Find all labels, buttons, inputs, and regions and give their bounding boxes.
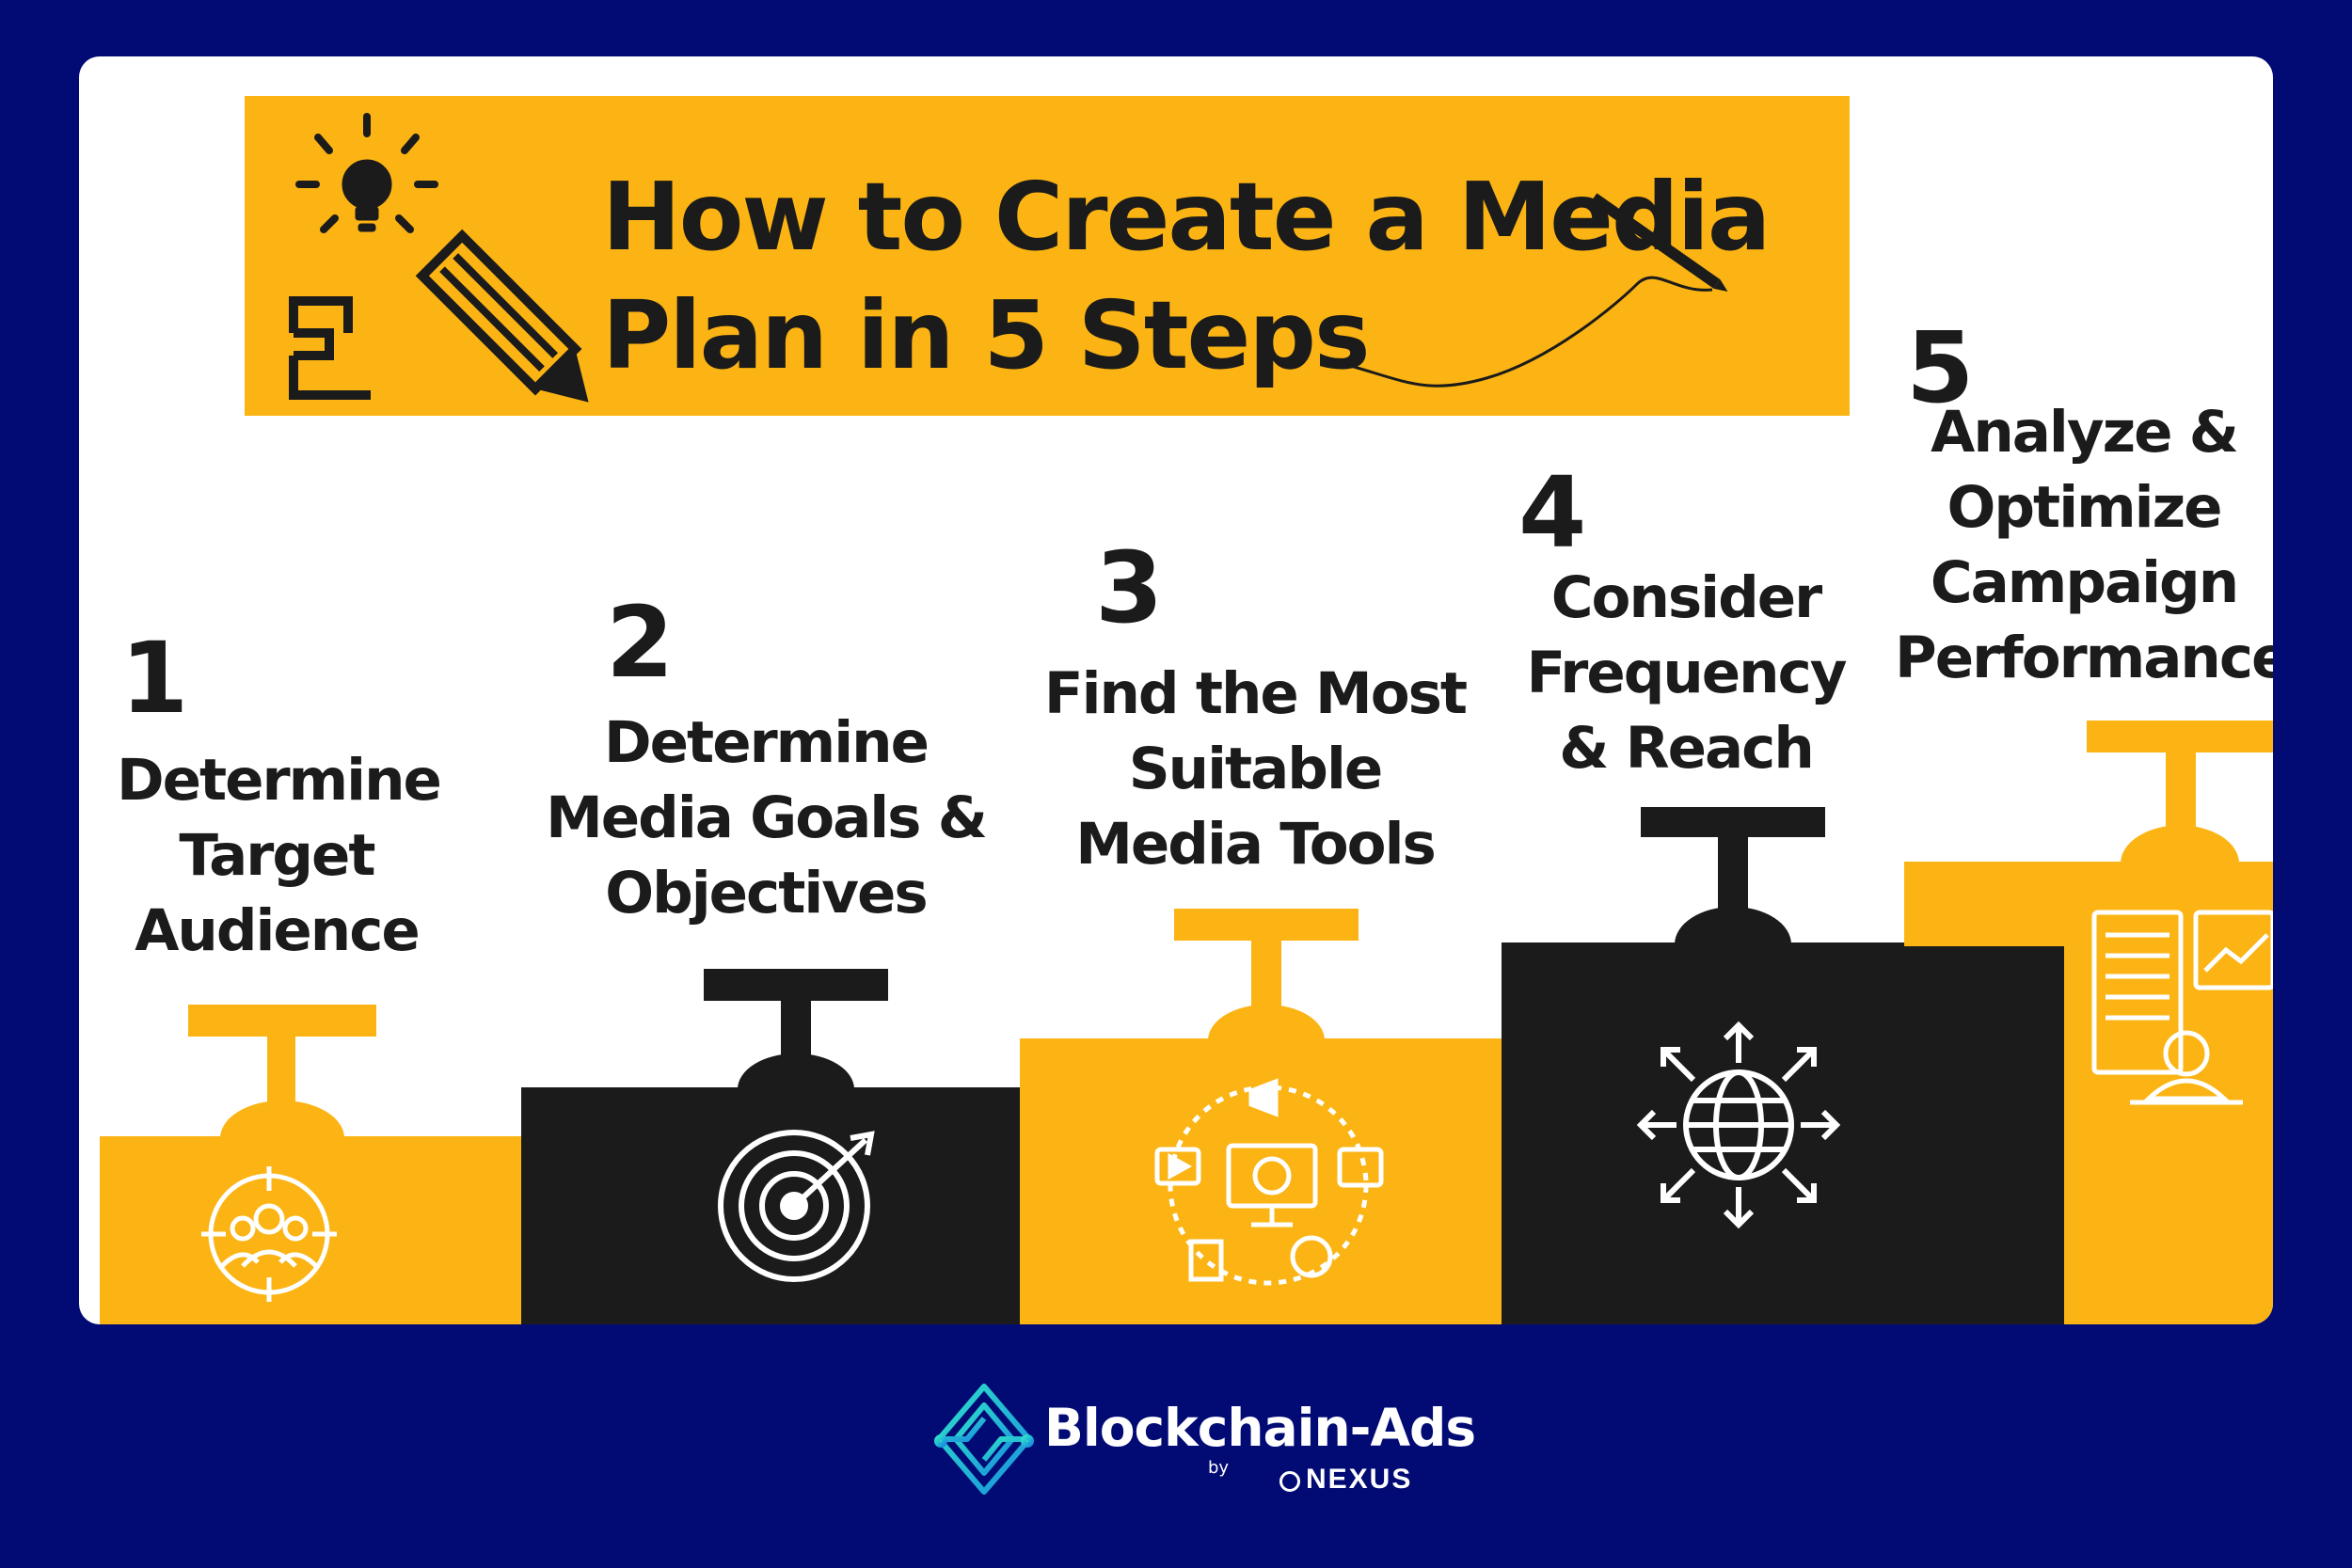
analytics-dashboard-icon xyxy=(2091,910,2273,1105)
step-5-label: Analyze & Optimize Campaign Performance xyxy=(1895,399,2273,691)
target-audience-icon xyxy=(201,1166,337,1302)
by-label: by xyxy=(1208,1458,1230,1478)
pen-squiggle xyxy=(1326,276,1713,388)
step-2-block xyxy=(521,969,1050,1324)
step-2-label: Determine Media Goals & Objectives xyxy=(546,709,988,927)
pen-icon xyxy=(1590,193,1728,293)
brand-name: Blockchain-Ads xyxy=(1044,1398,1476,1458)
nexus-icon xyxy=(1279,1471,1300,1492)
pencil-icon xyxy=(415,229,589,403)
infographic-card: How to Create a Media Plan in 5 Steps xyxy=(79,56,2273,1324)
title-line-1: How to Create a Media xyxy=(602,162,1771,272)
globe-reach-icon xyxy=(1636,1021,1841,1229)
step-3-label: Find the Most Suitable Media Tools xyxy=(1043,660,1468,878)
title-banner: How to Create a Media Plan in 5 Steps xyxy=(245,96,1850,416)
step-3-block xyxy=(1020,909,1586,1324)
banner-decorations xyxy=(289,113,1728,403)
lightbulb-icon xyxy=(295,113,438,233)
stairs-icon xyxy=(289,296,371,400)
bullseye-target-icon xyxy=(718,1130,875,1282)
step-2-number: 2 xyxy=(606,585,675,700)
partner-name: NEXUS xyxy=(1279,1464,1412,1496)
media-tools-icon xyxy=(1154,1078,1384,1286)
step-5-number: 5 xyxy=(1906,310,1975,425)
step-3-number: 3 xyxy=(1095,531,1164,645)
blockchain-ads-logo-icon xyxy=(934,1384,1034,1495)
step-4-label: Consider Frequency & Reach xyxy=(1526,564,1847,782)
steps-staircase xyxy=(100,721,2273,1324)
page-title: How to Create a Media Plan in 5 Steps xyxy=(602,158,1771,395)
title-line-2: Plan in 5 Steps xyxy=(602,280,1370,390)
step-5-block xyxy=(1904,721,2273,1324)
step-1-number: 1 xyxy=(120,621,189,736)
step-4-number: 4 xyxy=(1518,455,1587,570)
step-1-label: Determine Target Audience xyxy=(117,747,442,964)
